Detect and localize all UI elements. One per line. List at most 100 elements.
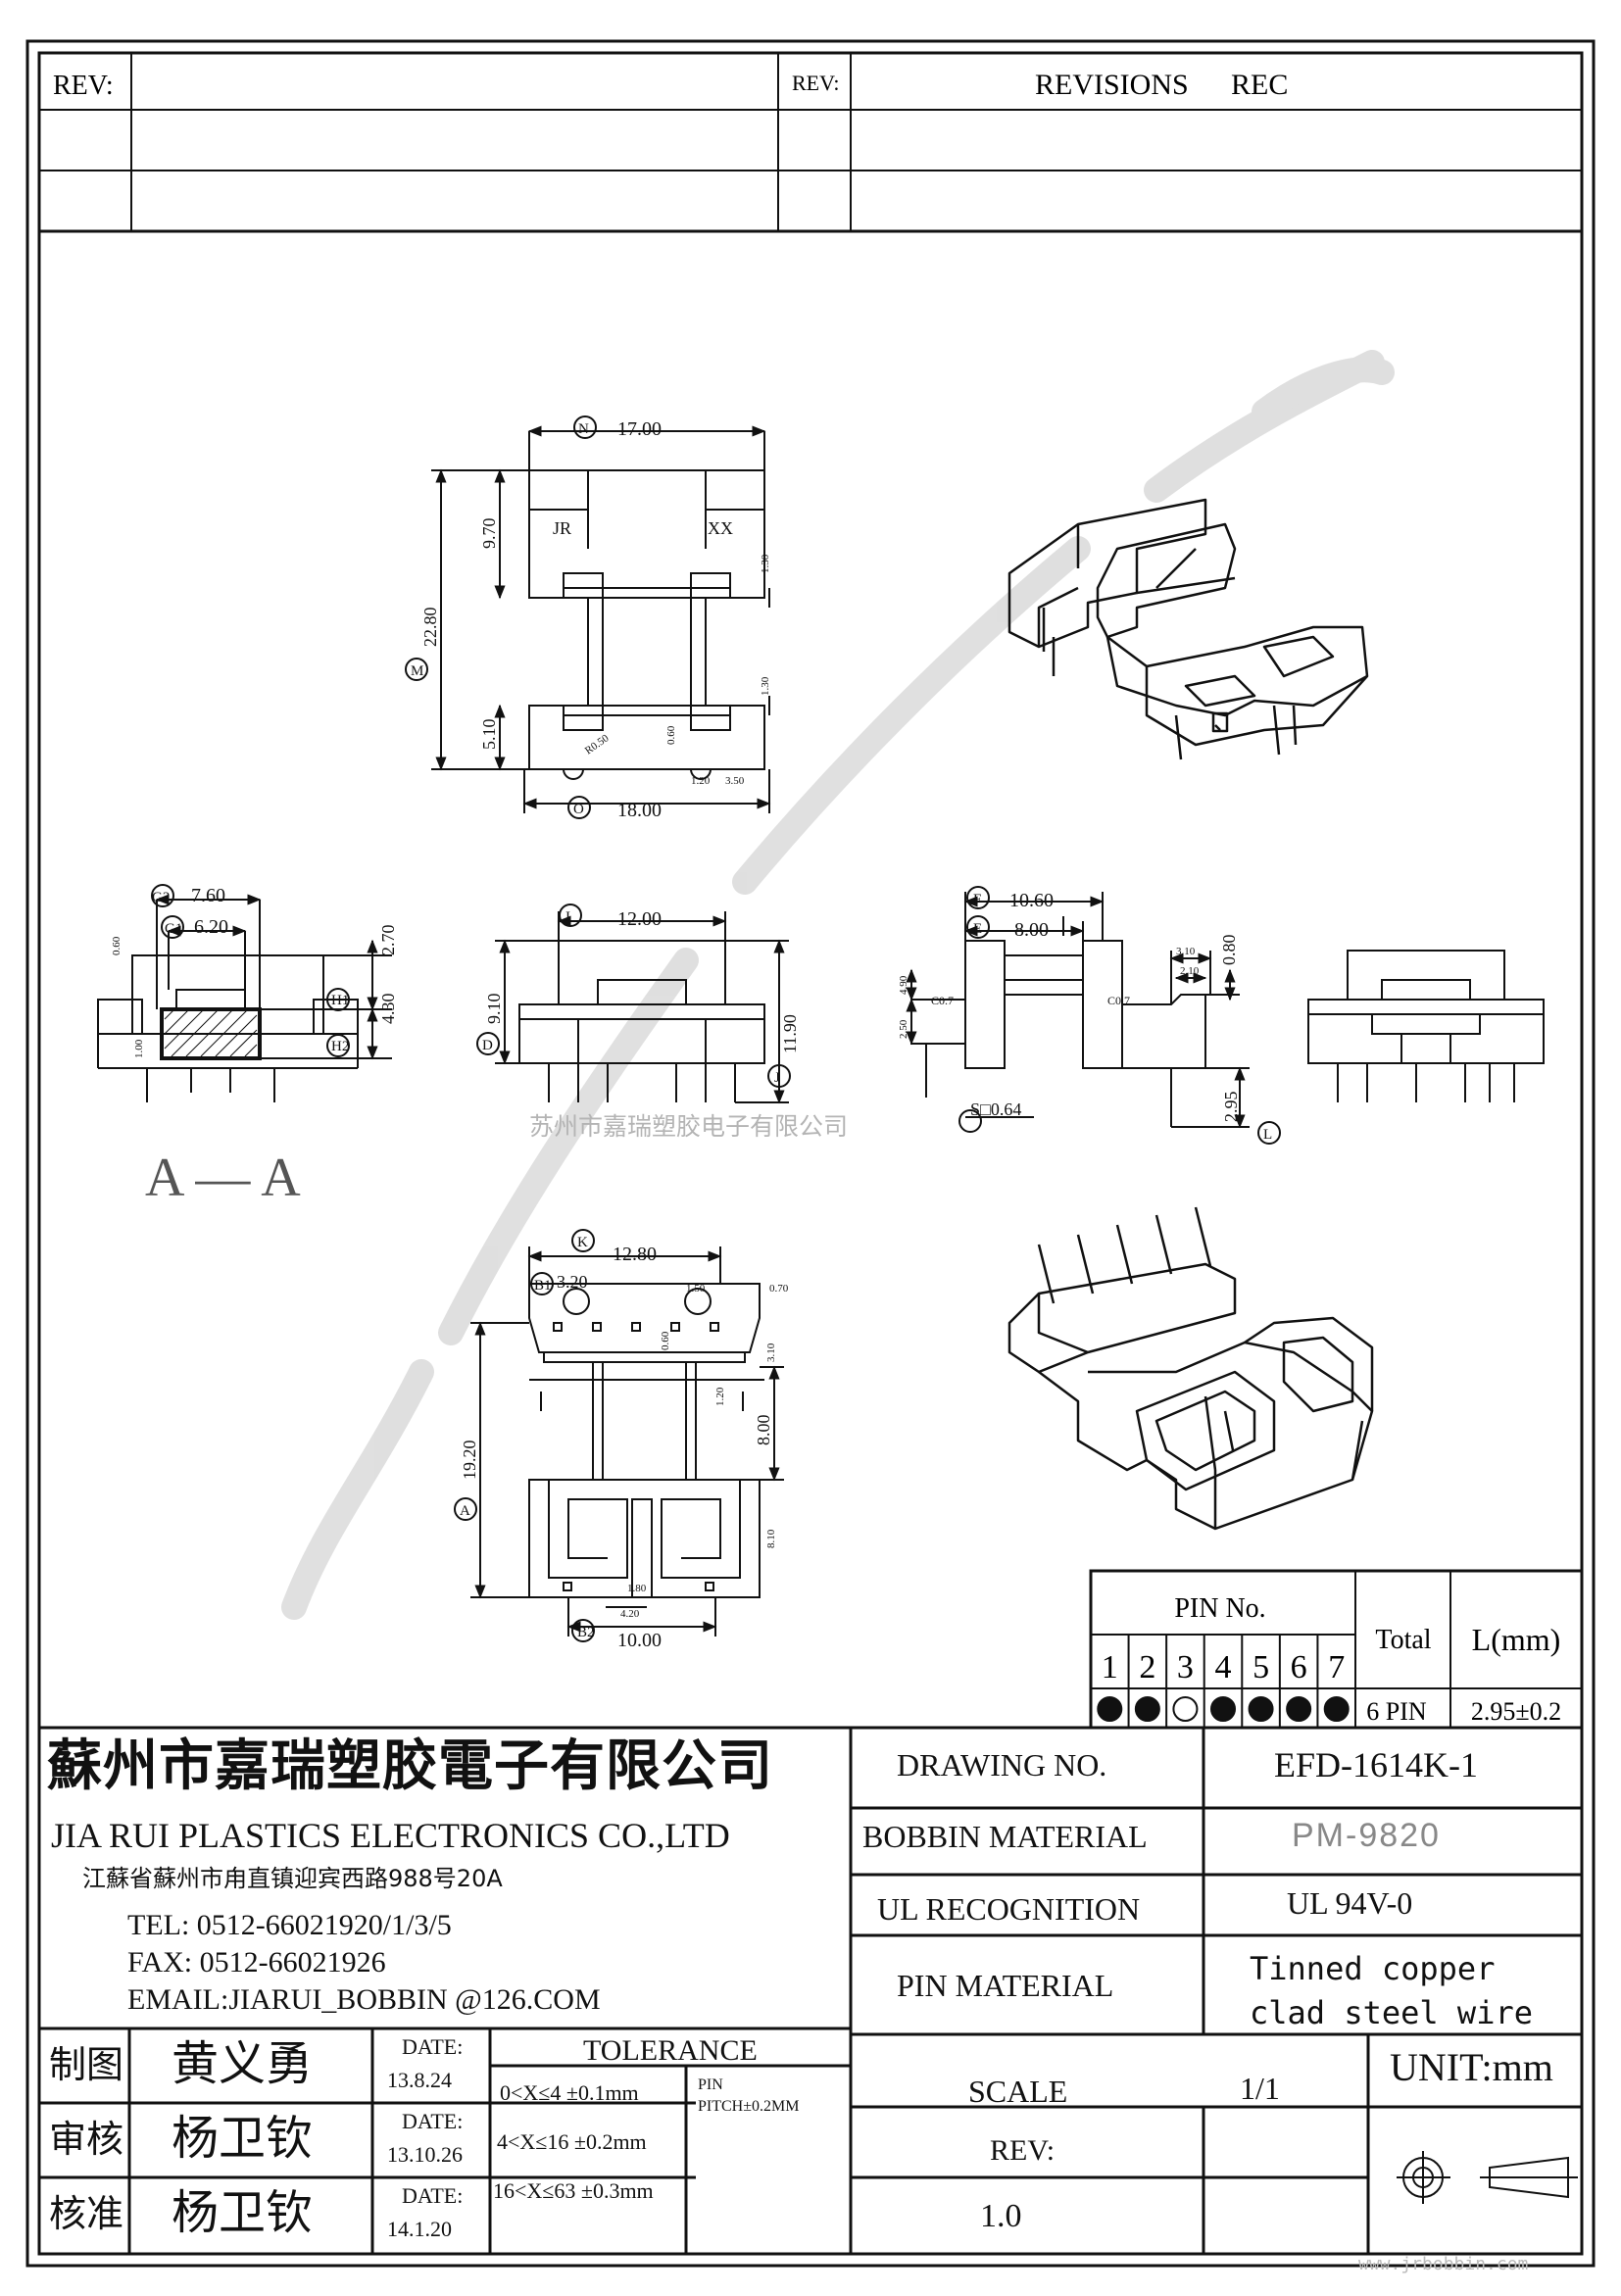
label-n: N: [578, 421, 589, 437]
label-o: O: [573, 802, 584, 817]
unit-label: UNIT:mm: [1390, 2045, 1553, 2089]
dim-1920: 19.20: [460, 1441, 479, 1481]
dim-100-aa: 1.00: [133, 1039, 145, 1058]
dim-g2: 7.60: [191, 885, 225, 906]
drawing-no-value: EFD-1614K-1: [1274, 1745, 1478, 1784]
pin-length-header: L(mm): [1472, 1622, 1561, 1657]
pin-number: 7: [1328, 1649, 1345, 1685]
isometric-view-bottom: [1007, 1206, 1374, 1531]
rev-label: REV:: [53, 71, 114, 101]
signoff-date-label: DATE:: [402, 2183, 464, 2208]
pin-present-dot: [1134, 1696, 1160, 1722]
revision-block: [39, 53, 1582, 233]
label-j: J: [774, 1070, 780, 1086]
scale-value: 1/1: [1240, 2071, 1280, 2106]
dim-r050: R0.50: [583, 732, 612, 757]
signoff-role: 制图: [49, 2043, 124, 2086]
dim-n: 17.00: [617, 418, 662, 440]
dim-490: 4.90: [898, 975, 909, 995]
bobbin-material-value: PM-9820: [1292, 1817, 1441, 1854]
dim-1190: 11.90: [780, 1014, 800, 1053]
dim-060-bottom: 0.60: [660, 1331, 671, 1350]
top-view-labels: N 17.00 JR XX 9.70 22.80 M 5.10 O 18.00 …: [411, 418, 771, 821]
label-a: A: [460, 1503, 470, 1519]
dim-150: 1.50: [686, 1283, 706, 1295]
dim-295: 2.95: [1221, 1092, 1241, 1123]
label-g2: G2: [152, 890, 170, 905]
c07-left: C0.7: [931, 994, 954, 1007]
pin-number: 1: [1102, 1649, 1118, 1685]
projection-symbol-icon: [1397, 2151, 1578, 2204]
label-e: E: [973, 921, 982, 937]
company-name-en: JIA RUI PLASTICS ELECTRONICS CO.,LTD: [51, 1816, 730, 1855]
tolerance-pin-label: PIN: [698, 2076, 723, 2093]
ul-recognition-value: UL 94V-0: [1287, 1885, 1413, 1921]
revisions-label: REVISIONS: [1035, 69, 1189, 101]
pin-table-header: PIN No.: [1174, 1593, 1265, 1624]
signoff-date: 14.1.20: [387, 2217, 452, 2241]
pin-material-label: PIN MATERIAL: [897, 1968, 1114, 2003]
scale-label: SCALE: [968, 2074, 1068, 2109]
c07-right: C0.7: [1107, 994, 1130, 1007]
top-view: [405, 415, 771, 819]
bottom-view-labels: K 12.80 B1 3.20 1.50 0.70 0.60 3.10 1.20…: [460, 1235, 789, 1651]
company-address: 江蘇省蘇州市甪直镇迎宾西路988号20A: [82, 1865, 503, 1892]
tolerance-title: TOLERANCE: [583, 2034, 758, 2067]
dim-1060: 10.60: [1009, 890, 1054, 911]
label-d: D: [482, 1038, 493, 1053]
pin-number: 5: [1253, 1649, 1269, 1685]
isometric-view-top: [1007, 498, 1369, 760]
signoff-role: 审核: [49, 2118, 124, 2161]
pin-total-header: Total: [1375, 1625, 1431, 1655]
drawing-no-label: DRAWING NO.: [897, 1747, 1107, 1783]
pin-number: 3: [1177, 1649, 1194, 1685]
label-b2: B2: [577, 1625, 595, 1640]
watermark-graphic: [281, 350, 1395, 1620]
pin-length-value: 2.95±0.2: [1471, 1697, 1561, 1726]
dim-120: 1.20: [691, 775, 711, 787]
section-aa-view: [97, 884, 392, 1102]
side-view-labels: F 10.60 E 8.00 3.10 2.10 0.80 4.90 2.50 …: [898, 890, 1272, 1143]
label-m: M: [411, 663, 423, 679]
dim-320: 3.20: [557, 1272, 588, 1292]
signoff-name: 黄义勇: [172, 2036, 314, 2091]
footer-url: www.jrbobbin.com: [1358, 2254, 1529, 2274]
rev-label-bottom: REV:: [990, 2134, 1056, 2167]
pin-present-dot: [1248, 1696, 1274, 1722]
label-f: F: [973, 892, 981, 907]
dim-2280: 22.80: [420, 608, 440, 648]
dim-910: 9.10: [484, 994, 504, 1025]
label-b1: B1: [534, 1278, 552, 1294]
pin-material-value-1: Tinned copper: [1250, 1950, 1496, 1987]
pin-size: S□0.64: [970, 1099, 1021, 1119]
company-email: EMAIL:JIARUI_BOBBIN @126.COM: [127, 1983, 601, 2016]
dim-1200: 12.00: [617, 908, 662, 930]
rev-label-2: REV:: [792, 71, 839, 95]
pin-total-value: 6 PIN: [1366, 1697, 1427, 1726]
dim-070: 0.70: [769, 1283, 789, 1295]
dim-080: 0.80: [1219, 935, 1239, 966]
tolerance-row-1: 0<X≤4 ±0.1mm: [500, 2080, 639, 2105]
signoff-date-label: DATE:: [402, 2109, 464, 2133]
dim-130b: 1.30: [760, 676, 771, 696]
dim-800-bottom: 8.00: [754, 1415, 773, 1446]
end-view: [1307, 950, 1545, 1102]
dim-420: 4.20: [620, 1608, 640, 1620]
tolerance-row-2: 4<X≤16 ±0.2mm: [497, 2129, 647, 2154]
dim-800-side: 8.00: [1014, 919, 1049, 941]
pin-absent-dot: [1172, 1696, 1199, 1722]
signoff-date-label: DATE:: [402, 2034, 464, 2059]
rec-label: REC: [1231, 69, 1288, 101]
ul-recognition-label: UL RECOGNITION: [877, 1891, 1141, 1927]
pin-number: 2: [1139, 1649, 1155, 1685]
signoff-role: 核准: [49, 2192, 124, 2235]
signoff-date: 13.8.24: [387, 2068, 452, 2092]
watermark-text: 苏州市嘉瑞塑胶电子有限公司: [529, 1112, 849, 1141]
dim-120-bottom: 1.20: [714, 1387, 726, 1406]
pin-number: 6: [1291, 1649, 1307, 1685]
company-tel: TEL: 0512-66021920/1/3/5: [127, 1909, 452, 1941]
label-i: I: [565, 909, 570, 925]
